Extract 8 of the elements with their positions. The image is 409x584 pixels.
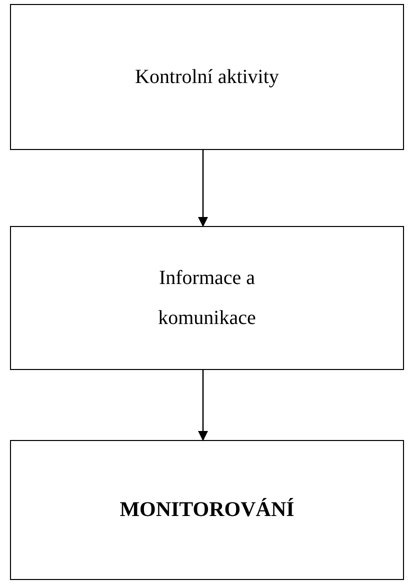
arrow: [198, 150, 208, 227]
process-box: [10, 440, 404, 580]
arrow: [198, 370, 208, 441]
box-label: Kontrolní aktivity: [135, 65, 279, 90]
box-label: MONITOROVÁNÍ: [120, 496, 294, 524]
process-box: [10, 4, 404, 150]
box-label: Informace a komunikace: [157, 266, 257, 331]
process-box: [10, 226, 404, 370]
